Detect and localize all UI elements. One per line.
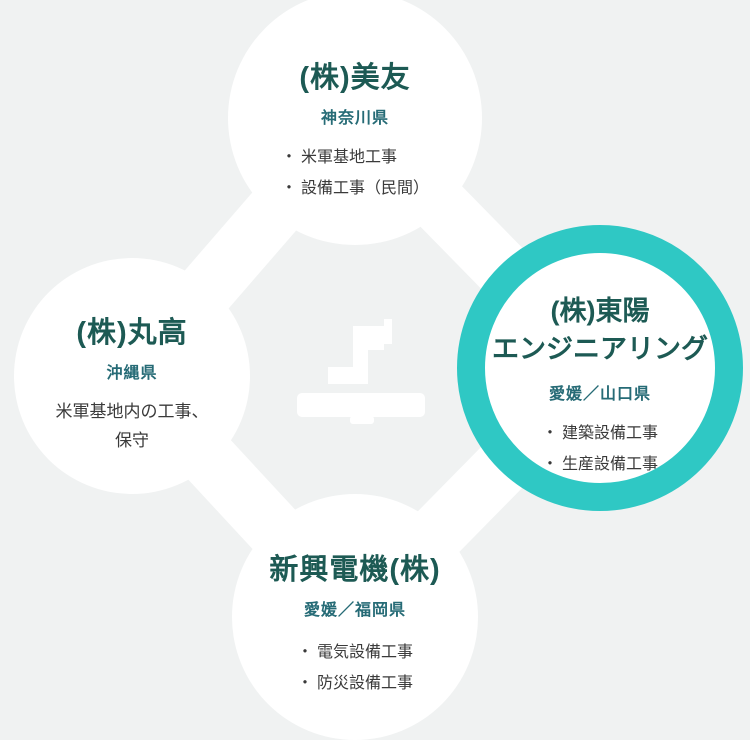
- company-circle-toyo-highlighted[interactable]: (株)東陽 エンジニアリング 愛媛／山口県 ・建築設備工事 ・生産設備工事: [457, 225, 743, 511]
- company-description: 米軍基地内の工事、 保守: [14, 397, 250, 455]
- company-business-list: ・米軍基地工事 ・設備工事（民間）: [281, 142, 429, 204]
- bullet-icon: ・: [280, 179, 297, 197]
- company-card-content: (株)美友 神奈川県 ・米軍基地工事 ・設備工事（民間）: [228, 0, 482, 204]
- company-card-content: 新興電機(株) 愛媛／福岡県 ・電気設備工事 ・防災設備工事: [232, 494, 478, 699]
- bullet-icon: ・: [280, 148, 297, 166]
- company-circle-miyu[interactable]: (株)美友 神奈川県 ・米軍基地工事 ・設備工事（民間）: [228, 0, 482, 245]
- company-card-content: (株)丸高 沖縄県 米軍基地内の工事、 保守: [14, 258, 250, 455]
- list-item: ・米軍基地工事: [281, 142, 429, 173]
- list-item: ・生産設備工事: [542, 449, 658, 480]
- list-item-label: 防災設備工事: [317, 674, 414, 692]
- list-item: ・建築設備工事: [542, 418, 658, 449]
- company-prefecture: 愛媛／山口県: [548, 386, 651, 403]
- company-name-line: (株)東陽: [550, 296, 650, 326]
- list-item-label: 生産設備工事: [562, 456, 659, 473]
- company-prefecture: 神奈川県: [320, 109, 389, 127]
- center-logo-text-blob: [350, 416, 374, 424]
- company-name: (株)東陽 エンジニアリング: [485, 292, 715, 368]
- list-item-label: 米軍基地工事: [301, 148, 398, 166]
- list-item: ・防災設備工事: [297, 668, 413, 699]
- company-circle-marutaka[interactable]: (株)丸高 沖縄県 米軍基地内の工事、 保守: [14, 258, 250, 494]
- description-line: 米軍基地内の工事、: [55, 401, 209, 421]
- company-prefecture: 沖縄県: [106, 364, 158, 382]
- company-name: (株)美友: [299, 62, 411, 94]
- company-name-line: エンジニアリング: [492, 334, 708, 364]
- company-business-list: ・電気設備工事 ・防災設備工事: [297, 637, 413, 699]
- company-circle-shinko[interactable]: 新興電機(株) 愛媛／福岡県 ・電気設備工事 ・防災設備工事: [232, 494, 478, 740]
- bullet-icon: ・: [296, 674, 313, 692]
- company-prefecture: 愛媛／福岡県: [303, 601, 406, 619]
- bullet-icon: ・: [541, 425, 558, 442]
- bullet-icon: ・: [296, 643, 313, 661]
- company-name: (株)丸高: [76, 317, 188, 349]
- company-name: 新興電機(株): [269, 554, 441, 586]
- center-logo-text-blob: [297, 393, 425, 417]
- list-item-label: 電気設備工事: [317, 643, 414, 661]
- company-business-list: ・建築設備工事 ・生産設備工事: [542, 418, 658, 480]
- list-item-label: 設備工事（民間）: [301, 179, 430, 197]
- list-item: ・設備工事（民間）: [281, 173, 429, 204]
- list-item-label: 建築設備工事: [562, 425, 659, 442]
- description-line: 保守: [115, 430, 149, 450]
- bullet-icon: ・: [541, 456, 558, 473]
- company-card-content: (株)東陽 エンジニアリング 愛媛／山口県 ・建築設備工事 ・生産設備工事: [485, 253, 715, 480]
- list-item: ・電気設備工事: [297, 637, 413, 668]
